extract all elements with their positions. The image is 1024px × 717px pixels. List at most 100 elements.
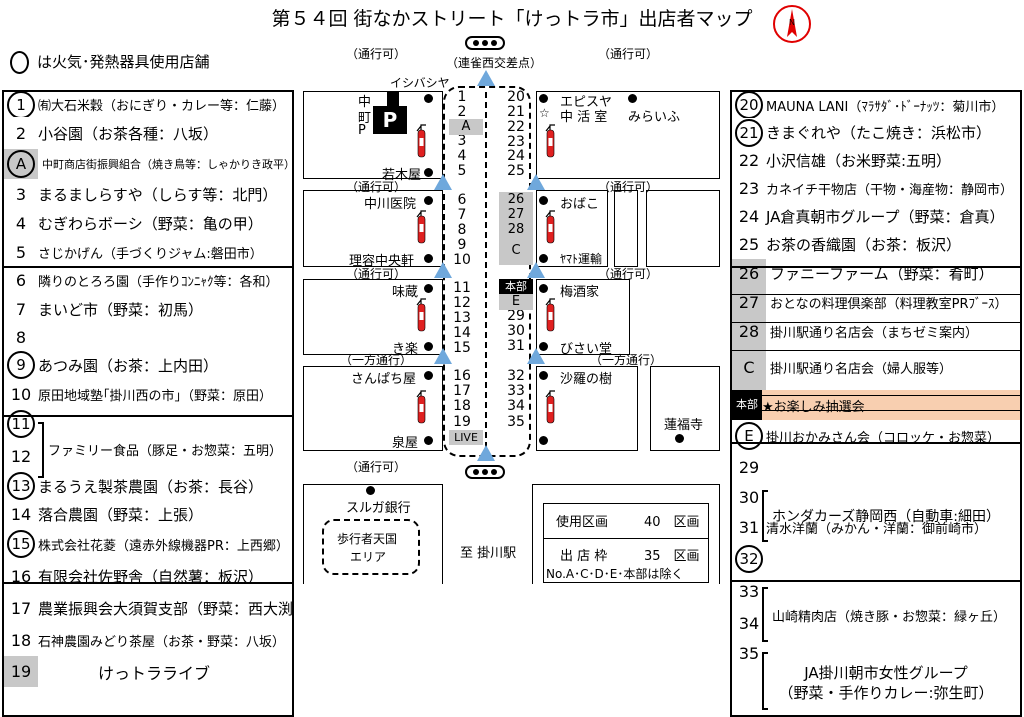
fire-extinguisher-icon <box>416 390 426 424</box>
shop-dot <box>424 196 433 205</box>
stall-number: 20 <box>507 89 525 105</box>
left-row-number-text: 1 <box>7 92 35 117</box>
right-row-number-text: 30 <box>738 487 760 507</box>
left-row-number-text: 15 <box>7 530 35 558</box>
city-block <box>650 366 720 451</box>
city-block <box>532 484 720 584</box>
left-row-text: まいど市（野菜：初馬） <box>38 300 204 319</box>
traffic-light-icon <box>465 36 505 50</box>
left-row-number: 8 <box>4 324 38 350</box>
stall-number: 27 <box>499 207 533 223</box>
stall-number: 32 <box>507 368 525 384</box>
right-row-text: ファニーファーム（野菜：肴町） <box>770 265 994 283</box>
left-row-text: あつみ園（お茶：上内田） <box>38 356 219 375</box>
fire-extinguisher-icon <box>416 124 426 158</box>
entry-triangle-icon <box>527 262 545 278</box>
left-row-text: ㈲大石米穀（おにぎり・カレー等：仁藤） <box>38 99 286 114</box>
stall-number: 12 <box>453 295 471 311</box>
left-row-number: 16 <box>4 560 38 592</box>
stall-number: 9 <box>457 237 467 253</box>
right-row-number-text: 35 <box>738 643 760 663</box>
left-row-number-text: 9 <box>7 351 35 379</box>
stall-number: 14 <box>453 325 471 341</box>
left-row: 11 <box>4 408 292 440</box>
left-row: 8 <box>4 324 292 350</box>
left-row-number-text: 11 <box>7 410 35 438</box>
summary-shop-value: 35 区画 <box>644 549 700 564</box>
left-row-number: 7 <box>4 294 38 324</box>
right-row-number: 23 <box>732 174 766 202</box>
nakamachi-label: 中 <box>358 95 372 110</box>
left-row-text: 株式会社花菱（遠赤外線機器PR：上西郷） <box>38 538 289 554</box>
left-row-number-text: 14 <box>10 504 32 524</box>
shop-dot <box>539 436 548 445</box>
right-row: 35 <box>732 638 1020 668</box>
left-row-number-text: 19 <box>10 662 32 681</box>
right-row-number-text: C <box>743 358 755 377</box>
stall-number: 31 <box>507 338 525 354</box>
stall-number: 28 <box>499 222 533 238</box>
shop-label: みらいふ <box>628 110 681 125</box>
section-divider <box>732 580 1020 582</box>
station-direction: 至 掛川駅 <box>460 546 517 561</box>
right-row: 29 <box>732 452 1020 482</box>
stall-number: 4 <box>457 148 467 164</box>
stall-number: 26 <box>499 192 533 208</box>
stall-number: 8 <box>457 222 467 238</box>
right-row-number-text: 22 <box>738 151 760 170</box>
fire-extinguisher-icon <box>545 210 555 244</box>
stall-number: 15 <box>453 340 471 356</box>
right-row-text: カネイチ干物店（干物・海産物：静岡市） <box>766 182 1014 198</box>
summary-shop-label: 出 店 枠 <box>560 549 608 564</box>
shop-label: ﾔﾏﾄ運輸 <box>560 252 603 266</box>
page-title: 第５４回 街なかストリート「けっトラ市」出店者マップ <box>271 8 753 30</box>
left-row-number-text: 16 <box>10 566 32 586</box>
star-icon: ☆ <box>539 106 550 120</box>
left-row-number: 18 <box>4 624 38 656</box>
shop-label: びさい堂 <box>560 342 613 357</box>
left-row-number: 13 <box>4 472 38 500</box>
left-row-number: 3 <box>4 179 38 209</box>
stall-number: 18 <box>453 398 471 414</box>
left-row-text: 農業振興会大須賀支部（野菜：西大渕） <box>38 599 292 618</box>
right-row-text: 清水洋蘭（みかん・洋蘭：御前崎市） <box>766 522 988 537</box>
legend-text: は火気･発熱器具使用店舗 <box>37 53 210 71</box>
right-row-number: 22 <box>732 147 766 174</box>
right-row: 23 カネイチ干物店（干物・海産物：静岡市） <box>732 174 1020 202</box>
right-row-number-text: 27 <box>738 293 760 312</box>
stall-number: 17 <box>453 383 471 399</box>
stall-number: 3 <box>457 133 467 149</box>
fire-extinguisher-icon <box>545 298 555 332</box>
right-row-text: MAUNA LANI（ﾏﾗｻﾀﾞ･ﾄﾞｰﾅｯﾂ：菊川市） <box>766 99 1005 115</box>
left-row-number: 17 <box>4 592 38 624</box>
stall-honbu: 本部 <box>499 279 533 294</box>
left-row-number-text: 6 <box>15 270 27 290</box>
right-row: 32 <box>732 543 1020 575</box>
row-divider <box>732 294 1020 295</box>
left-row-number-text: 12 <box>10 446 32 466</box>
pedestrian-label: 歩行者天国 <box>337 532 398 546</box>
fire-extinguisher-icon <box>416 210 426 244</box>
stall-c: C <box>499 237 533 265</box>
row-divider <box>732 410 1020 411</box>
stall-number: 24 <box>507 148 525 164</box>
right-row-number-text: 26 <box>738 264 760 283</box>
left-row-number-text: A <box>7 150 35 178</box>
bracket <box>762 490 768 542</box>
left-row-text: さじかげん（手づくりジャム:磐田市） <box>38 246 263 262</box>
right-row-text: 掛川駅通り名店会（婦人服等） <box>770 362 953 377</box>
shop-dot <box>424 436 433 445</box>
right-row-number-text: 23 <box>738 178 760 198</box>
shop-dot <box>539 254 548 263</box>
